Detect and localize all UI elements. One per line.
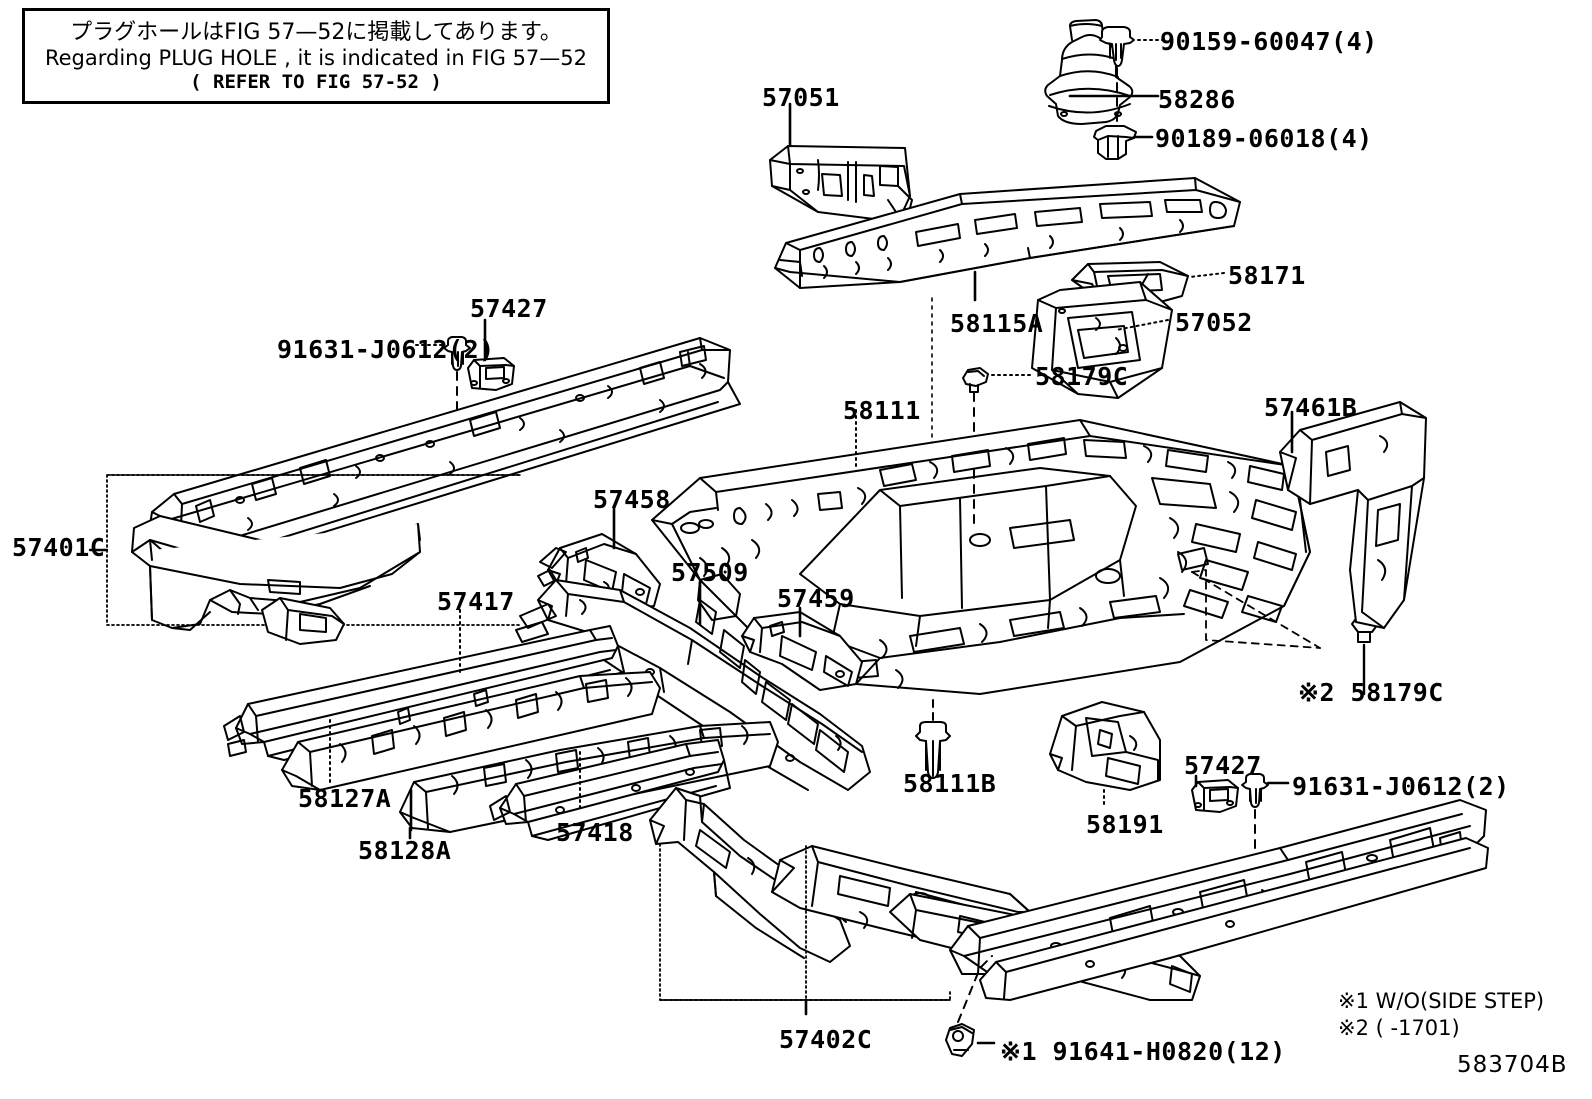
part-label-58179c: 58179C — [1035, 362, 1129, 391]
part-label-57461b: 57461B — [1264, 393, 1358, 422]
part-57402C-member-a — [649, 787, 851, 963]
part-58115A-panel — [774, 177, 1241, 289]
part-57401C-tab — [261, 597, 345, 645]
part-58111B-bolt — [915, 721, 951, 779]
note-line-english: Regarding PLUG HOLE , it is indicated in… — [44, 45, 588, 70]
part-91631-J0612-bolt-right — [1241, 773, 1269, 808]
part-label-58128a: 58128A — [358, 836, 452, 865]
part-57418-rocker — [489, 739, 731, 841]
callout-58179C-right2 — [1191, 571, 1321, 649]
part-label-57418: 57418 — [556, 818, 634, 847]
part-label-91631j06122: 91631-J0612(2) — [277, 335, 495, 364]
part-57401C-side-member — [147, 337, 741, 567]
part-label-191641h082012: ※1 91641-H0820(12) — [1000, 1037, 1286, 1066]
note-line-japanese: プラグホールはFIG 57—52に掲載してあります。 — [70, 20, 562, 46]
part-90159-60047-bolt — [1099, 26, 1135, 67]
part-57458-crossmember — [537, 533, 661, 611]
part-58127A-panel — [281, 671, 661, 791]
part-label-57427: 57427 — [470, 294, 548, 323]
part-label-90159600474: 90159-60047(4) — [1160, 27, 1378, 56]
part-label-57509: 57509 — [671, 558, 749, 587]
part-57427-bracket-left — [467, 357, 515, 391]
part-57459-crossmember — [741, 611, 863, 691]
part-label-57051: 57051 — [762, 83, 840, 112]
part-57052-member — [1031, 281, 1173, 399]
part-58179C-clip-upper — [962, 367, 989, 393]
footnote-1: ※1 W/O(SIDE STEP) — [1338, 989, 1545, 1013]
part-57461B-member — [1279, 401, 1427, 629]
part-58191-bracket — [1049, 701, 1161, 791]
leader-58171 — [1189, 272, 1225, 278]
part-label-58111b: 58111B — [903, 769, 997, 798]
bracket-57402C — [659, 843, 951, 1016]
part-91631-J0612-bolt-left — [443, 336, 471, 371]
part-label-58286: 58286 — [1158, 85, 1236, 114]
plug-hole-note-box: プラグホールはFIG 57—52に掲載してあります。 Regarding PLU… — [22, 8, 610, 104]
leader-91641 — [957, 955, 993, 1023]
part-label-91631j06122: 91631-J0612(2) — [1292, 772, 1510, 801]
part-91641-H0820-clip — [945, 1023, 975, 1057]
part-label-58115a: 58115A — [950, 309, 1044, 338]
part-label-58127a: 58127A — [298, 784, 392, 813]
part-label-57052: 57052 — [1175, 308, 1253, 337]
part-label-57417: 57417 — [437, 587, 515, 616]
part-rocker-right-long-2 — [979, 837, 1489, 1001]
note-line-reference: ( REFER TO FIG 57-52 ) — [190, 70, 442, 93]
part-label-258179c: ※2 58179C — [1298, 678, 1444, 707]
part-label-57427: 57427 — [1184, 751, 1262, 780]
part-57051-crossmember — [769, 145, 913, 225]
callout-58179C-right — [1191, 569, 1321, 649]
part-label-58191: 58191 — [1086, 810, 1164, 839]
part-label-58171: 58171 — [1228, 261, 1306, 290]
part-label-90189060184: 90189-06018(4) — [1155, 124, 1373, 153]
part-90189-06018-nut — [1093, 125, 1137, 160]
part-label-57401c: 57401C — [12, 533, 106, 562]
part-label-57458: 57458 — [593, 485, 671, 514]
leader-57052 — [1115, 319, 1169, 331]
part-label-57402c: 57402C — [779, 1025, 873, 1054]
figure-id: 583704B — [1457, 1052, 1568, 1078]
part-57427-bracket-right — [1191, 779, 1239, 813]
footnote-2: ※2 ( -1701) — [1338, 1016, 1460, 1040]
part-label-57459: 57459 — [777, 584, 855, 613]
part-label-58111: 58111 — [843, 396, 921, 425]
